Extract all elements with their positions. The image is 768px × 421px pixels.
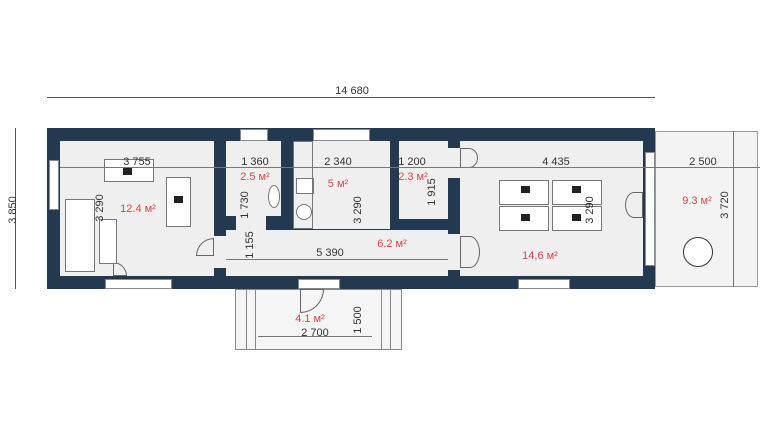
storage-area: 2.3 м² [398,171,428,183]
door-opening [448,234,460,270]
laptop-icon [572,186,581,193]
laptop-icon [123,168,132,175]
window [313,129,370,141]
office-area: 12.4 м² [120,203,156,215]
corridor-depth: 1 155 [244,231,256,259]
open-office-depth: 3 290 [584,196,596,224]
window [518,279,570,289]
office-depth: 3 290 [94,194,106,222]
window [645,152,655,266]
bathroom-width: 1 360 [241,156,269,168]
storage-width: 1 200 [398,156,426,168]
bathroom-depth: 1 730 [239,191,251,219]
door-swing [460,148,478,168]
dimension-line [15,128,16,289]
window [49,160,59,210]
corridor-area: 6.2 м² [377,238,407,250]
laptop-icon [521,214,530,221]
door-swing [625,192,643,218]
door-opening [214,236,226,268]
sink [268,185,280,208]
door-opening [236,216,266,230]
overall-depth-label: 3 850 [7,196,19,224]
porch-step [381,289,391,350]
porch-area: 4.1 м² [295,313,325,325]
dimension-line [733,131,734,287]
room-storage [399,141,448,219]
round-table [683,237,713,267]
open-office-width: 4 435 [542,156,570,168]
storage-depth: 1 915 [426,178,438,206]
terrace-area: 9.3 м² [682,195,712,207]
terrace-depth: 3 720 [719,191,731,219]
overall-width-label: 14 680 [335,85,369,97]
dimension-line [47,97,655,98]
door-opening [448,148,460,178]
kitchen-counter [293,141,313,229]
corridor-width: 5 390 [316,247,344,259]
sofa [65,199,95,272]
porch-depth: 1 500 [352,306,364,334]
terrace-width: 2 500 [689,156,717,168]
open-office-area: 14,6 м² [522,250,558,262]
room-corridor [226,230,448,276]
dimension-line [60,167,760,168]
dimension-line [226,259,448,260]
window [105,279,172,289]
dimension-line [258,336,372,337]
room-open-office [460,141,643,276]
porch-step [246,289,256,350]
kitchen-area: 5 м² [327,178,349,190]
window [298,279,340,289]
window [240,129,268,141]
kitchen-depth: 3 290 [352,196,364,224]
kitchen-sink [296,178,314,194]
toilet [296,204,312,220]
door-swing [460,236,480,268]
laptop-icon [521,186,530,193]
porch-width: 2 700 [301,327,329,339]
bathroom-area: 2.5 м² [240,171,270,183]
kitchen-width: 2 340 [324,156,352,168]
office-width: 3 755 [123,156,151,168]
laptop-icon [174,196,183,203]
laptop-icon [572,214,581,221]
rug [99,219,117,264]
